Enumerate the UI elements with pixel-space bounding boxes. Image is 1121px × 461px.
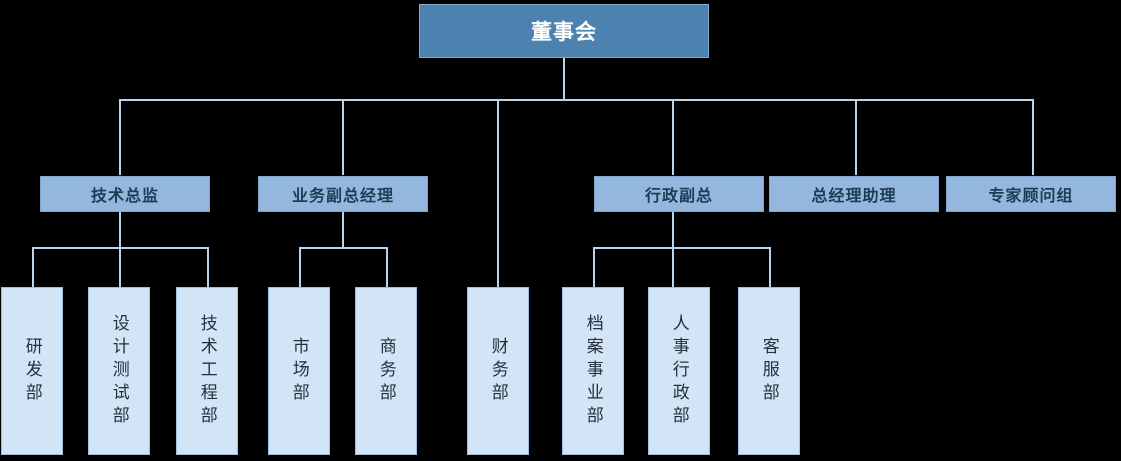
node-board-label: 董事会 bbox=[531, 21, 597, 44]
connector-drop-admin-vp bbox=[672, 99, 674, 175]
connector-drop-hr-admin bbox=[672, 247, 674, 288]
node-hr-admin[interactable]: 人事行政部 bbox=[648, 287, 710, 455]
node-marketing-label: 市场部 bbox=[289, 336, 309, 406]
connector-drop-business-vp bbox=[342, 99, 344, 175]
node-hr-admin-label: 人事行政部 bbox=[669, 313, 689, 429]
connector-drop-rd-dept bbox=[32, 247, 34, 288]
node-business-vp[interactable]: 业务副总经理 bbox=[258, 176, 428, 212]
connector-drop-customer-service bbox=[769, 247, 771, 288]
node-expert-advisory[interactable]: 专家顾问组 bbox=[946, 176, 1116, 212]
connector-main-bus bbox=[119, 99, 1034, 101]
connector-drop-marketing bbox=[299, 247, 301, 288]
node-archives-label: 档案事业部 bbox=[583, 313, 603, 429]
connector-root-trunk bbox=[563, 58, 565, 100]
node-marketing[interactable]: 市场部 bbox=[268, 287, 330, 455]
connector-stem-business-vp bbox=[342, 212, 344, 248]
node-archives[interactable]: 档案事业部 bbox=[562, 287, 624, 455]
node-board[interactable]: 董事会 bbox=[419, 4, 709, 58]
node-commerce[interactable]: 商务部 bbox=[355, 287, 417, 455]
node-finance-label: 财务部 bbox=[488, 336, 508, 406]
node-customer-service-label: 客服部 bbox=[759, 336, 779, 406]
connector-drop-tech-eng bbox=[207, 247, 209, 288]
node-expert-advisory-label: 专家顾问组 bbox=[988, 188, 1074, 205]
connector-drop-expert-advisory bbox=[1032, 99, 1034, 175]
node-customer-service[interactable]: 客服部 bbox=[738, 287, 800, 455]
connector-drop-gm-assistant bbox=[855, 99, 857, 175]
connector-stem-tech-director bbox=[119, 212, 121, 248]
connector-drop-tech-director bbox=[119, 99, 121, 175]
node-tech-eng-label: 技术工程部 bbox=[197, 313, 217, 429]
connector-bus-admin-vp bbox=[593, 247, 770, 249]
node-rd-dept[interactable]: 研发部 bbox=[1, 287, 63, 455]
node-tech-director[interactable]: 技术总监 bbox=[40, 176, 210, 212]
connector-drop-commerce bbox=[386, 247, 388, 288]
node-finance[interactable]: 财务部 bbox=[467, 287, 529, 455]
node-business-vp-label: 业务副总经理 bbox=[291, 188, 394, 205]
connector-drop-archives bbox=[593, 247, 595, 288]
connector-bus-business-vp bbox=[299, 247, 388, 249]
node-tech-director-label: 技术总监 bbox=[90, 188, 159, 205]
node-design-test[interactable]: 设计测试部 bbox=[88, 287, 150, 455]
connector-drop-design-test bbox=[119, 247, 121, 288]
node-rd-dept-label: 研发部 bbox=[22, 336, 42, 406]
node-admin-vp-label: 行政副总 bbox=[644, 188, 713, 205]
connector-stem-admin-vp bbox=[672, 212, 674, 248]
node-gm-assistant-label: 总经理助理 bbox=[811, 188, 897, 205]
node-tech-eng[interactable]: 技术工程部 bbox=[176, 287, 238, 455]
node-design-test-label: 设计测试部 bbox=[109, 313, 129, 429]
node-commerce-label: 商务部 bbox=[376, 336, 396, 406]
node-admin-vp[interactable]: 行政副总 bbox=[594, 176, 764, 212]
connector-drop-finance bbox=[497, 99, 499, 288]
node-gm-assistant[interactable]: 总经理助理 bbox=[769, 176, 939, 212]
